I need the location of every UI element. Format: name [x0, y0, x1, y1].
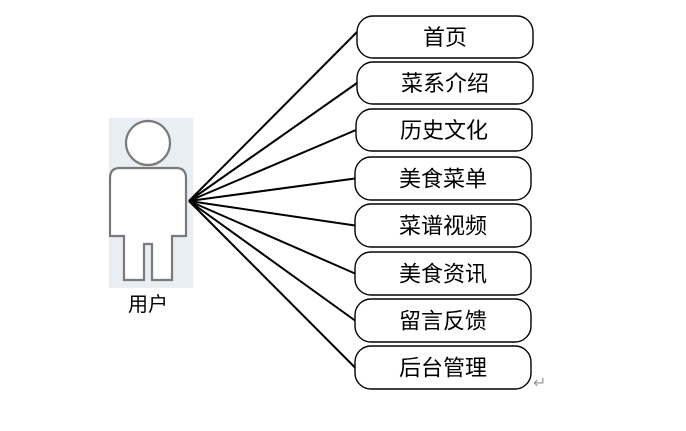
actor-user: 用户	[108, 118, 193, 316]
connection-line	[188, 129, 357, 202]
function-box: 留言反馈	[354, 298, 532, 343]
function-box: 菜谱视频	[354, 203, 532, 248]
function-box-outline	[354, 156, 532, 201]
function-label: 菜系介绍	[401, 72, 489, 97]
function-box-outline	[354, 251, 532, 296]
function-label: 历史文化	[400, 119, 488, 144]
connection-line	[188, 177, 356, 202]
paragraph-mark-icon: ↵	[533, 373, 546, 392]
connection-line	[188, 82, 358, 202]
connection-line	[188, 200, 356, 369]
function-box: 菜系介绍	[356, 61, 534, 105]
function-box-outline	[354, 345, 532, 390]
function-box: 首页	[356, 15, 534, 59]
function-box-outline	[354, 298, 532, 343]
function-label: 后台管理	[399, 357, 487, 382]
connection-lines	[188, 31, 358, 369]
function-box-outline	[356, 15, 534, 59]
function-box: 历史文化	[355, 108, 533, 152]
function-box: 美食菜单	[354, 156, 532, 201]
function-box: 美食资讯	[354, 251, 532, 296]
function-box-outline	[355, 108, 533, 152]
function-label: 首页	[423, 26, 467, 51]
connection-line	[188, 200, 356, 227]
function-box-outline	[354, 203, 532, 248]
function-box-outline	[356, 61, 534, 105]
connection-line	[188, 200, 356, 275]
actor-label: 用户	[128, 292, 168, 316]
function-box: 后台管理	[354, 345, 532, 390]
function-label: 美食菜单	[399, 168, 487, 193]
function-label: 菜谱视频	[399, 215, 487, 240]
function-label: 美食资讯	[399, 263, 487, 288]
person-icon	[108, 119, 188, 282]
function-label: 留言反馈	[399, 310, 487, 335]
connection-line	[188, 200, 356, 322]
connection-line	[188, 31, 358, 202]
